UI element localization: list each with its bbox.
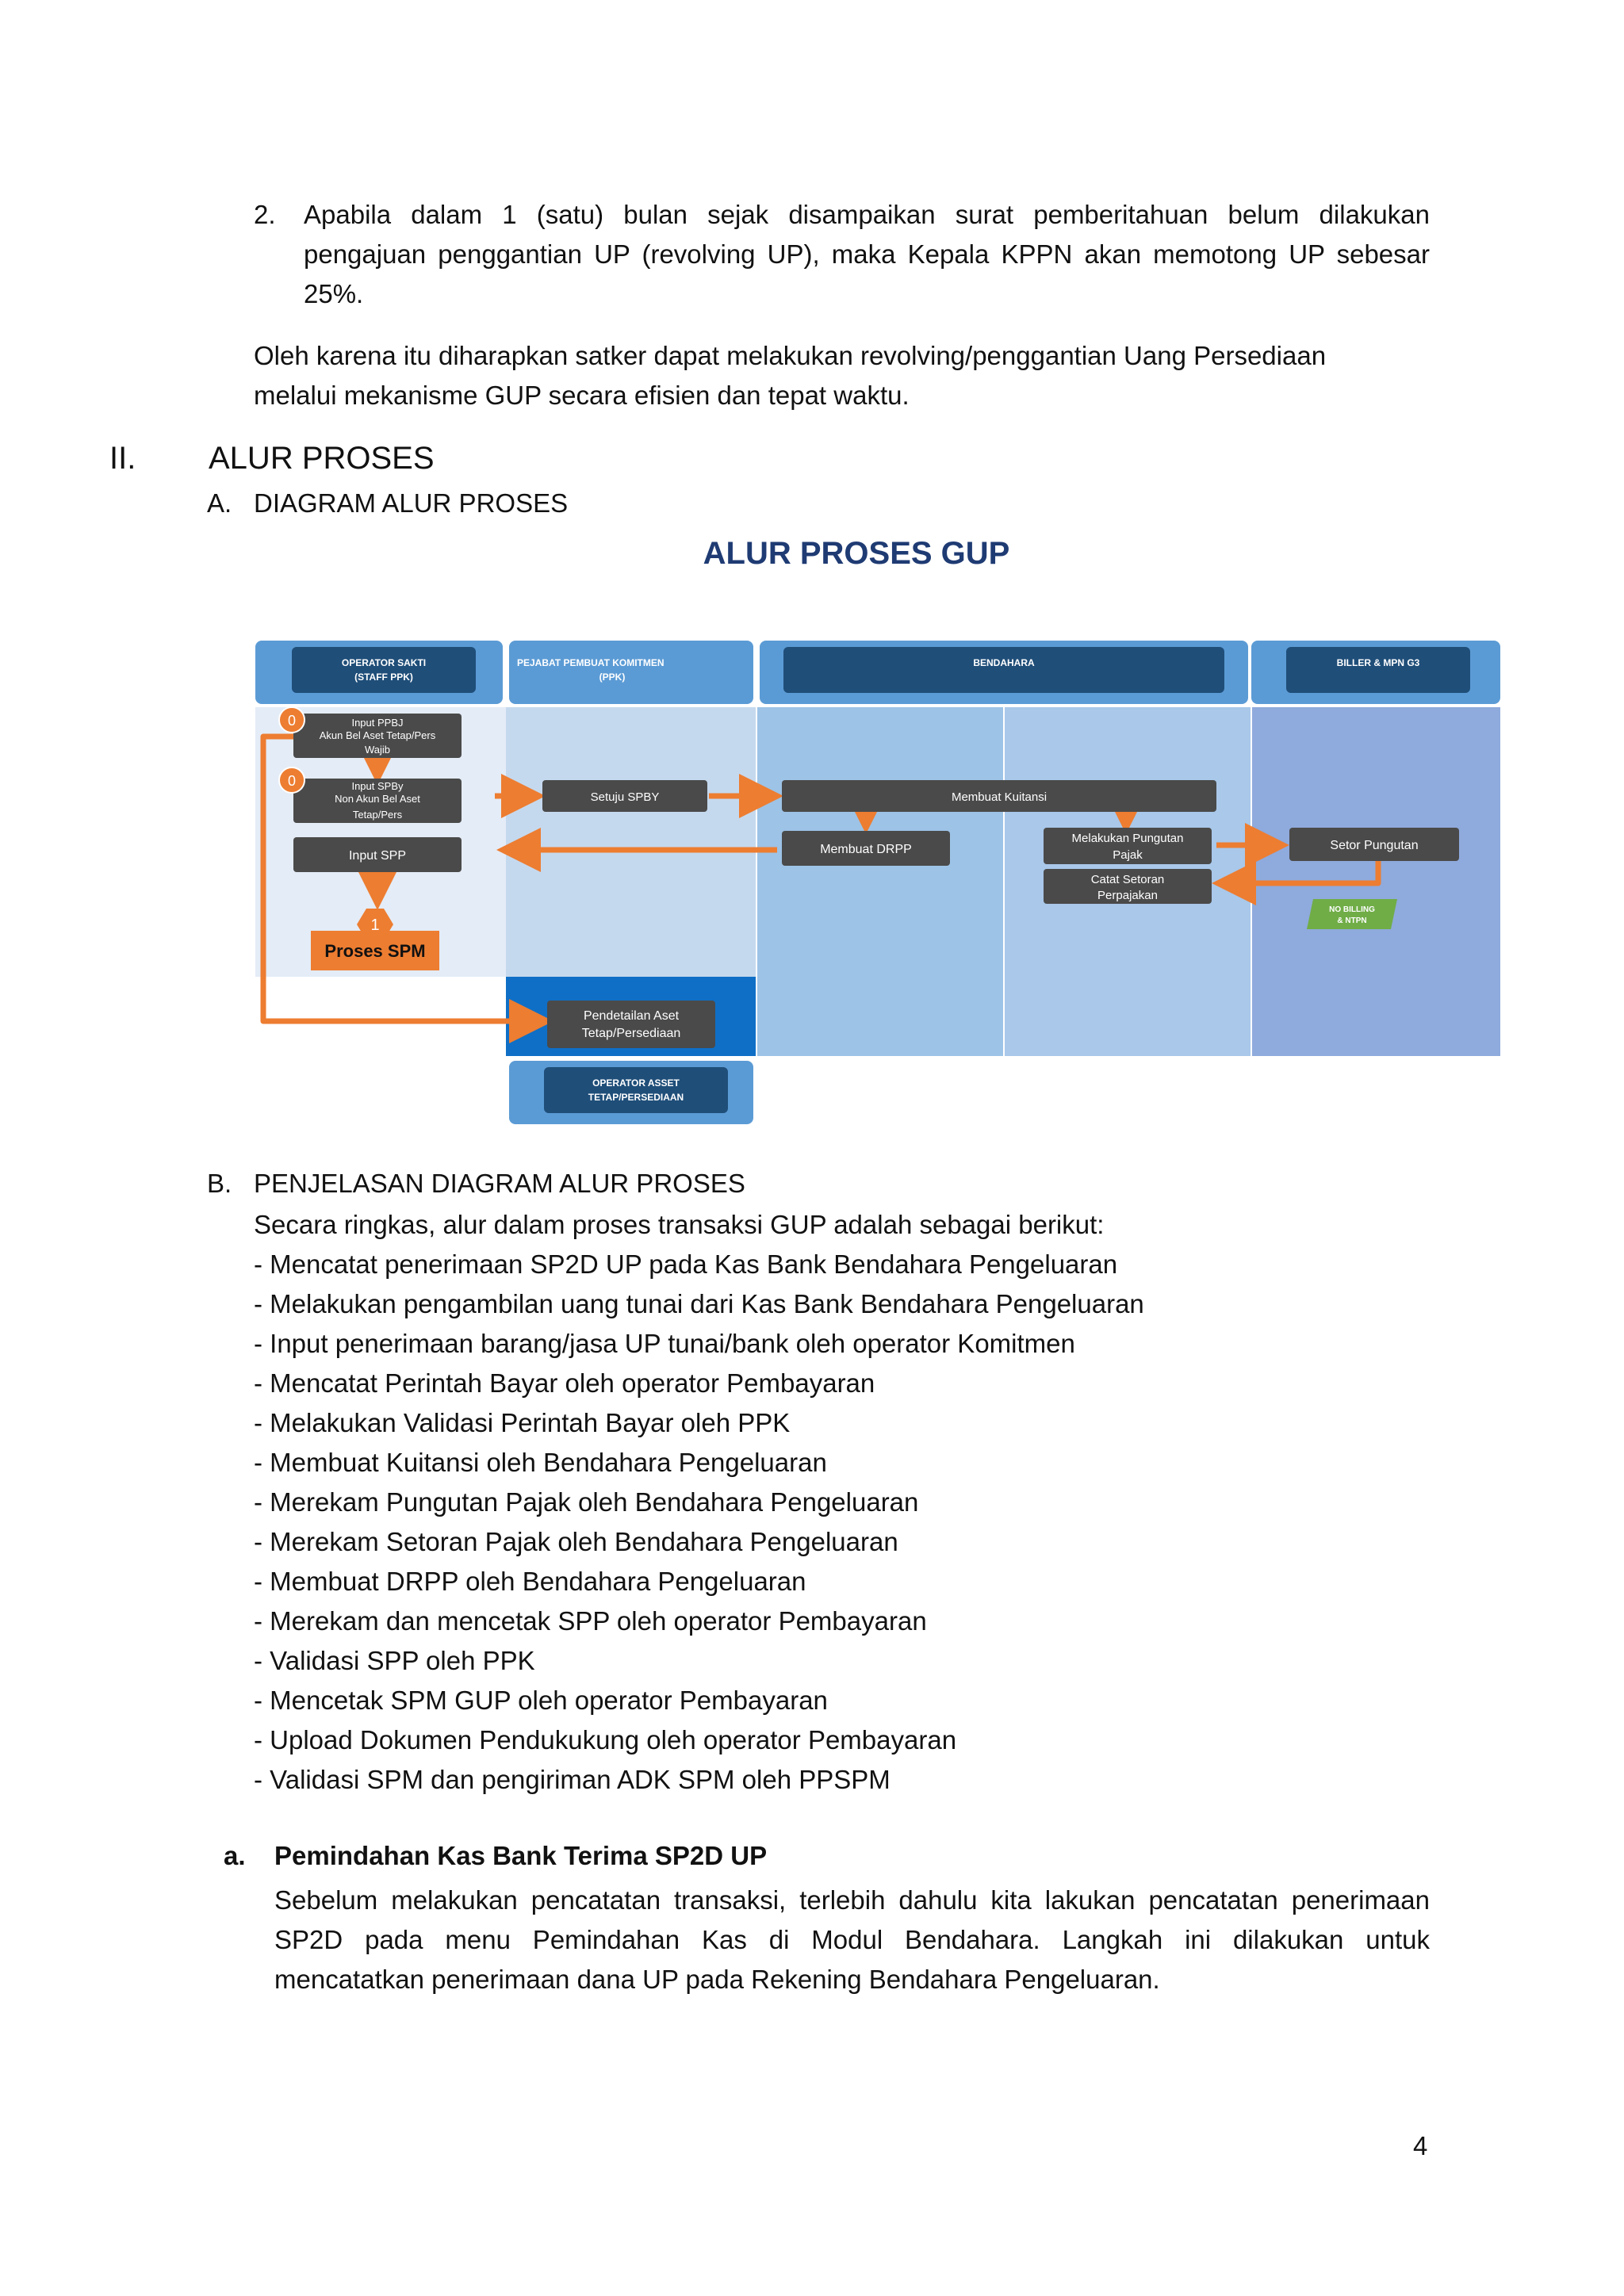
- svg-text:Tetap/Persediaan: Tetap/Persediaan: [582, 1027, 681, 1040]
- subsection-b-number: B.: [207, 1169, 232, 1198]
- list-item: - Membuat DRPP oleh Bendahara Pengeluara…: [254, 1567, 806, 1596]
- paragraph-line-1: Oleh karena itu diharapkan satker dapat …: [254, 341, 1327, 370]
- step-pungutan-pajak: Melakukan Pungutan Pajak: [1044, 828, 1212, 864]
- svg-text:Input PPBJ: Input PPBJ: [351, 717, 403, 729]
- lane-label-operator-sakti-1: OPERATOR SAKTI: [342, 657, 426, 668]
- lane-label-biller: BILLER & MPN G3: [1337, 657, 1420, 668]
- step-catat-setoran: Catat Setoran Perpajakan: [1044, 869, 1212, 904]
- subsection-a-lower-number: a.: [224, 1841, 246, 1870]
- svg-text:NO BILLING: NO BILLING: [1329, 905, 1375, 914]
- badge-zero-1: 0: [278, 706, 305, 733]
- lane-label-ppk-1: PEJABAT PEMBUAT KOMITMEN: [517, 657, 665, 668]
- list-item: - Melakukan Validasi Perintah Bayar oleh…: [254, 1408, 791, 1437]
- svg-text:0: 0: [288, 713, 296, 729]
- subsection-a-lower-title: Pemindahan Kas Bank Terima SP2D UP: [274, 1841, 768, 1870]
- subsection-a-number: A.: [207, 488, 232, 518]
- svg-text:Input SPP: Input SPP: [349, 849, 406, 863]
- svg-text:Akun Bel Aset Tetap/Pers: Akun Bel Aset Tetap/Pers: [320, 729, 436, 741]
- list-item: - Membuat Kuitansi oleh Bendahara Pengel…: [254, 1448, 827, 1477]
- diagram-title: ALUR PROSES GUP: [703, 536, 1010, 571]
- svg-text:Input SPBy: Input SPBy: [351, 780, 404, 792]
- step-setor-pungutan: Setor Pungutan: [1289, 828, 1459, 861]
- list-item: - Melakukan pengambilan uang tunai dari …: [254, 1289, 1144, 1318]
- top-list-line-3: 25%.: [304, 279, 364, 308]
- svg-text:Catat Setoran: Catat Setoran: [1091, 873, 1165, 886]
- svg-text:Tetap/Pers: Tetap/Pers: [353, 809, 403, 821]
- svg-text:Membuat Kuitansi: Membuat Kuitansi: [952, 790, 1047, 804]
- list-item: - Upload Dokumen Pendukukung oleh operat…: [254, 1725, 957, 1755]
- step-no-billing: NO BILLING & NTPN: [1307, 899, 1397, 929]
- svg-text:Proses SPM: Proses SPM: [324, 941, 425, 961]
- svg-text:Membuat DRPP: Membuat DRPP: [820, 843, 912, 856]
- list-item: - Validasi SPP oleh PPK: [254, 1646, 535, 1675]
- lane-body-bendahara-1: [756, 707, 1004, 1056]
- list-item: - Input penerimaan barang/jasa UP tunai/…: [254, 1329, 1075, 1358]
- svg-text:Perpajakan: Perpajakan: [1097, 889, 1158, 902]
- step-input-spby: Input SPBy Non Akun Bel Aset Tetap/Pers: [293, 779, 462, 823]
- svg-text:1: 1: [370, 916, 379, 934]
- step-setuju-spby: Setuju SPBY: [542, 780, 707, 812]
- subsection-b-intro: Secara ringkas, alur dalam proses transa…: [254, 1210, 1105, 1239]
- sub-a-line-3: mencatatkan penerimaan dana UP pada Reke…: [274, 1965, 1160, 1994]
- svg-text:Non Akun Bel Aset: Non Akun Bel Aset: [335, 793, 420, 805]
- section-title: ALUR PROSES: [209, 441, 435, 476]
- lane-label-operator-sakti-2: (STAFF PPK): [354, 672, 413, 683]
- step-membuat-drpp: Membuat DRPP: [782, 831, 950, 866]
- lane-label-bendahara: BENDAHARA: [973, 657, 1035, 668]
- list-item: - Validasi SPM dan pengiriman ADK SPM ol…: [254, 1765, 891, 1794]
- svg-text:& NTPN: & NTPN: [1337, 916, 1366, 925]
- svg-text:Setuju SPBY: Setuju SPBY: [591, 790, 660, 804]
- lane-label-operator-asset-1: OPERATOR ASSET: [592, 1077, 680, 1089]
- list-item: - Mencatat penerimaan SP2D UP pada Kas B…: [254, 1249, 1118, 1279]
- list-item: - Merekam dan mencetak SPP oleh operator…: [254, 1606, 927, 1636]
- list-item: - Merekam Pungutan Pajak oleh Bendahara …: [254, 1487, 919, 1517]
- svg-text:0: 0: [288, 773, 296, 789]
- svg-text:Setor Pungutan: Setor Pungutan: [1330, 839, 1418, 852]
- subsection-a-title: DIAGRAM ALUR PROSES: [254, 488, 569, 518]
- sub-a-line-1: Sebelum melakukan pencatatan transaksi, …: [274, 1885, 1430, 1915]
- section-number: II.: [109, 441, 136, 476]
- subsection-b-title: PENJELASAN DIAGRAM ALUR PROSES: [254, 1169, 745, 1198]
- list-item: - Mencetak SPM GUP oleh operator Pembaya…: [254, 1686, 828, 1715]
- lane-label-operator-asset-2: TETAP/PERSEDIAAN: [588, 1092, 684, 1103]
- svg-text:Melakukan Pungutan: Melakukan Pungutan: [1072, 832, 1184, 845]
- top-list-line-2: pengajuan penggantian UP (revolving UP),…: [304, 239, 1430, 269]
- badge-zero-2: 0: [278, 767, 305, 794]
- flow-diagram: OPERATOR SAKTI (STAFF PPK) PEJABAT PEMBU…: [255, 641, 1500, 1124]
- top-list-line-1: Apabila dalam 1 (satu) bulan sejak disam…: [304, 200, 1430, 229]
- svg-text:Wajib: Wajib: [365, 744, 390, 756]
- svg-text:Pajak: Pajak: [1113, 848, 1143, 862]
- lane-label-ppk-2: (PPK): [599, 672, 626, 683]
- list-item: - Mencatat Perintah Bayar oleh operator …: [254, 1368, 875, 1398]
- step-pendetailan: Pendetailan Aset Tetap/Persediaan: [547, 1001, 715, 1048]
- step-membuat-kuitansi: Membuat Kuitansi: [782, 780, 1216, 812]
- step-input-ppbj: Input PPBJ Akun Bel Aset Tetap/Pers Waji…: [293, 714, 462, 758]
- list-item: - Merekam Setoran Pajak oleh Bendahara P…: [254, 1527, 898, 1556]
- list-number-2: 2.: [254, 200, 276, 229]
- page-number: 4: [1413, 2131, 1428, 2160]
- badge-one: 1: [357, 909, 393, 940]
- svg-text:Pendetailan Aset: Pendetailan Aset: [584, 1009, 680, 1023]
- sub-a-line-2: SP2D pada menu Pemindahan Kas di Modul B…: [274, 1925, 1430, 1954]
- step-input-spp: Input SPP: [293, 837, 462, 872]
- paragraph-line-2: melalui mekanisme GUP secara efisien dan…: [254, 381, 910, 410]
- lane-header-ppk: [509, 641, 753, 704]
